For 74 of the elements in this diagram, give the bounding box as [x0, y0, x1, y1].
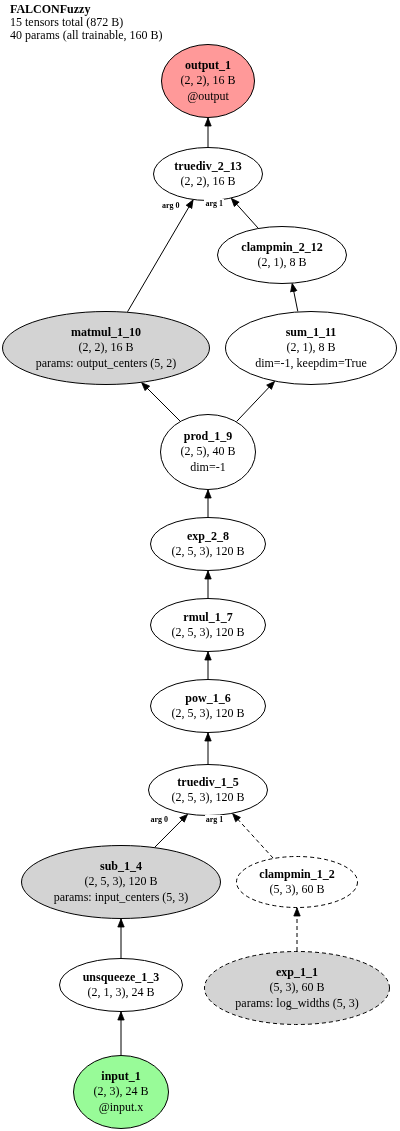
node-detail: params: log_widths (5, 3) [235, 995, 359, 1012]
ellipse-node [150, 517, 266, 571]
arrow [290, 283, 299, 312]
node-title: sum_1_11 [285, 324, 337, 341]
node-title: rmul_1_7 [183, 609, 233, 625]
node-detail: (2, 1), 8 B [257, 255, 307, 271]
node-detail: (2, 2), 16 B [180, 73, 236, 89]
node-detail: (2, 5, 3), 120 B [171, 625, 245, 641]
arrow [117, 1011, 125, 1056]
arrow [204, 117, 212, 148]
node-detail: (5, 3), 60 B [269, 980, 325, 996]
node-detail: (2, 3), 24 B [93, 1084, 149, 1100]
node-detail: @input.x [98, 1099, 144, 1116]
ellipse-node [160, 414, 256, 490]
diagram-title: FALCONFuzzy [10, 3, 92, 16]
node-detail: dim=-1 [190, 459, 226, 476]
ellipse-node [148, 764, 268, 816]
node-detail: (2, 5, 3), 120 B [171, 544, 245, 560]
ellipse-node [150, 679, 266, 733]
node-title: clampmin_1_2 [259, 866, 335, 882]
node-title: output_1 [185, 57, 231, 74]
node-title: exp_2_8 [187, 528, 229, 544]
ellipse-node [225, 311, 397, 385]
arrow [154, 813, 188, 848]
arrow [293, 907, 301, 952]
edge-label: arg 1 [204, 199, 224, 209]
node-detail: dim=-1, keepdim=True [255, 355, 367, 372]
ellipse-node [204, 951, 390, 1025]
ellipse-node [150, 598, 266, 652]
node-detail: (2, 5, 3), 120 B [171, 790, 245, 806]
node-title: input_1 [101, 1068, 141, 1085]
arrow [117, 918, 125, 959]
arrow [204, 651, 212, 680]
ellipse-node [2, 311, 210, 385]
arrow [236, 381, 275, 422]
edge-label: arg 1 [204, 814, 225, 824]
node-detail: (2, 5, 3), 120 B [171, 706, 245, 722]
arrow [127, 199, 194, 313]
ellipse-node [236, 856, 358, 908]
ellipse-node [161, 44, 255, 118]
node-detail: (2, 1, 3), 24 B [87, 985, 155, 1001]
arrow [204, 489, 212, 518]
node-detail: params: input_centers (5, 3) [53, 889, 189, 906]
ellipse-node [21, 845, 221, 919]
node-detail: (2, 5), 40 B [180, 444, 236, 460]
node-title: matmul_1_10 [71, 324, 141, 341]
node-detail: (5, 3), 60 B [269, 882, 325, 898]
arrow [141, 382, 181, 422]
node-detail: @output [187, 88, 229, 105]
node-title: exp_1_1 [276, 964, 318, 981]
arrow [204, 732, 212, 765]
arrow [232, 813, 274, 859]
node-title: truediv_1_5 [177, 774, 239, 790]
node-detail: (2, 2), 16 B [180, 174, 236, 190]
node-detail: (2, 5, 3), 120 B [84, 874, 158, 890]
summary-text: 40 params (all trainable, 160 B) [10, 29, 163, 42]
ellipse-node [73, 1055, 169, 1129]
node-title: sub_1_4 [100, 858, 142, 875]
node-detail: (2, 2), 16 B [78, 340, 134, 356]
arrow [204, 570, 212, 599]
ellipse-node [217, 226, 347, 284]
node-detail: (2, 1), 8 B [286, 340, 336, 356]
node-title: truediv_2_13 [174, 158, 242, 174]
ellipse-node [153, 147, 263, 201]
edge-label: arg 0 [149, 815, 170, 825]
node-title: prod_1_9 [183, 428, 233, 445]
node-title: pow_1_6 [185, 690, 231, 706]
ellipse-node [59, 958, 183, 1012]
node-detail: params: output_centers (5, 2) [35, 355, 177, 372]
node-title: clampmin_2_12 [241, 239, 323, 255]
summary-text: 15 tensors total (872 B) [10, 16, 125, 29]
arrow [230, 197, 259, 229]
node-title: unsqueeze_1_3 [82, 969, 160, 985]
edge-label: arg 0 [161, 201, 181, 210]
